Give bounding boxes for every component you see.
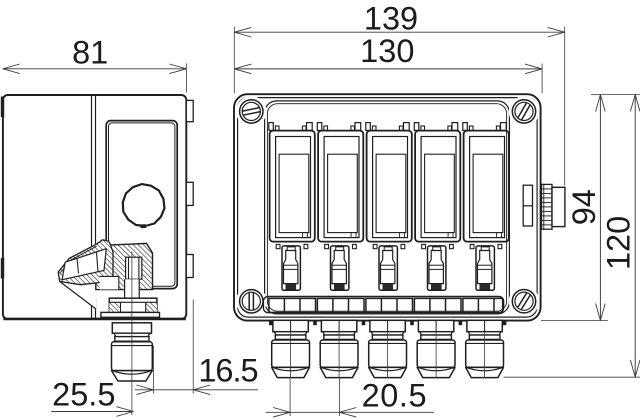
svg-text:20.5: 20.5 [362,378,428,414]
svg-text:94: 94 [566,189,602,225]
svg-text:25.5: 25.5 [52,376,115,412]
svg-text:81: 81 [72,35,108,71]
svg-text:120: 120 [601,216,637,270]
svg-text:130: 130 [360,33,414,69]
svg-text:16.5: 16.5 [198,353,257,389]
svg-text:139: 139 [364,1,418,37]
